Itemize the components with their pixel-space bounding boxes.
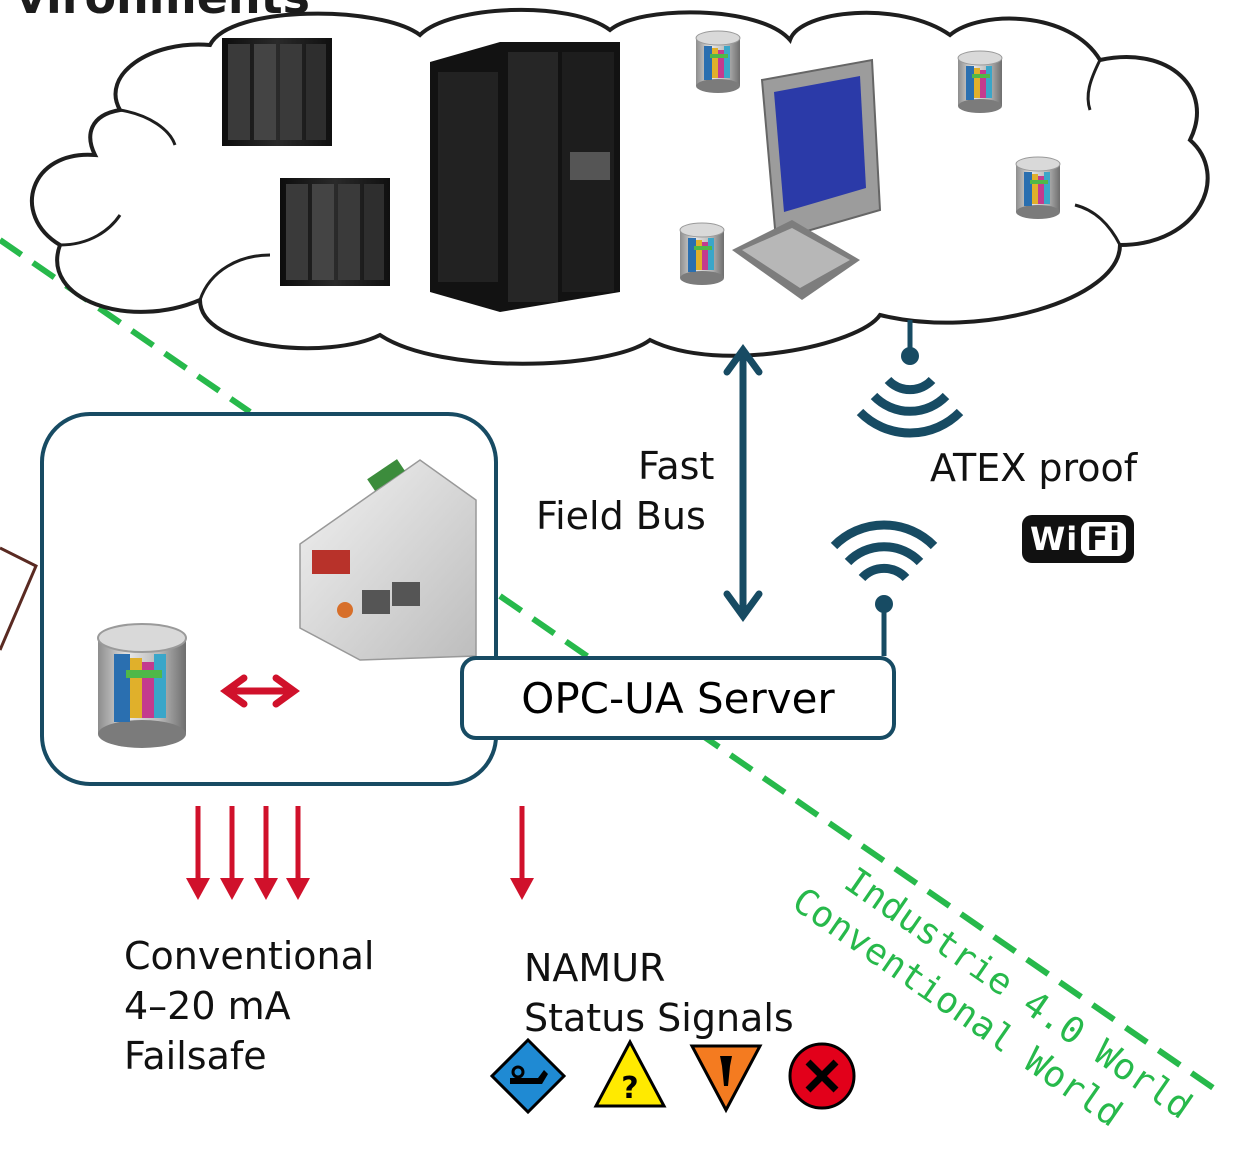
namur-label-2: Status Signals [524,996,794,1040]
conventional-label-2: 4–20 mA [124,984,291,1028]
maintenance-diamond-icon [489,1037,567,1115]
database-icon [1015,156,1061,220]
database-icon [679,222,725,286]
output-arrows [186,806,534,900]
database-icon [97,623,187,749]
conventional-label-1: Conventional [124,934,375,978]
server-rack-icon [280,178,390,286]
conventional-label-3: Failsafe [124,1034,267,1078]
wifi-waves-icon [830,520,938,656]
fast-field-bus-label-1: Fast [638,444,715,488]
opc-ua-server-label: OPC-UA Server [521,673,835,723]
wifi-logo-fi: Fi [1081,522,1127,556]
industrial-terminal-icon [732,58,882,300]
wifi-waves-icon [856,320,964,438]
svg-text:?: ? [621,1071,638,1106]
page-title: vironments [16,0,310,24]
server-rack-icon [430,42,620,312]
atex-proof-label: ATEX proof [930,446,1138,490]
wifi-logo-wi: Wi [1029,520,1079,558]
fast-field-bus-label-2: Field Bus [536,494,706,538]
namur-label-1: NAMUR [524,946,666,990]
bidirectional-arrow [220,674,300,708]
check-function-triangle-icon: ? [593,1038,667,1108]
boundary-line [0,237,1224,1097]
server-rack-icon [222,38,332,146]
out-of-spec-icon [689,1044,763,1114]
fast-field-bus-arrow [723,344,763,622]
database-icon [695,30,741,94]
failure-circle-icon [788,1042,856,1110]
opc-ua-server-box: OPC-UA Server [460,656,896,740]
partial-box-edge [0,546,38,651]
database-icon [957,50,1003,114]
